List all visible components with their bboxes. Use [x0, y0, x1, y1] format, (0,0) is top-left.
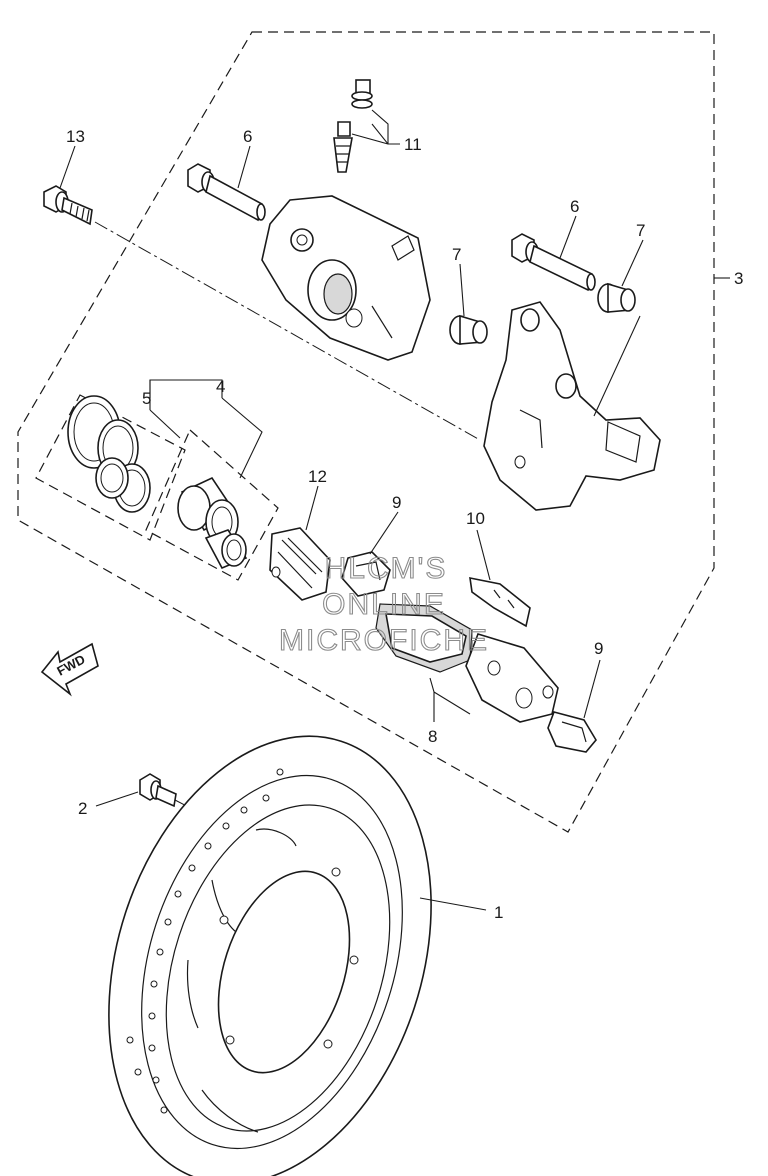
callout-2: 2	[78, 799, 87, 818]
watermark-line-3: MICROFICHE	[279, 624, 489, 657]
caliper-assembly-boundary	[17, 31, 715, 833]
callout-5: 5	[142, 389, 151, 408]
part-13-bolt[interactable]	[43, 185, 93, 226]
part-9-pad-spring-upper[interactable]	[341, 551, 391, 597]
callout-10: 10	[466, 509, 485, 528]
callout-7-right: 7	[636, 221, 645, 240]
part-9-pad-spring-lower[interactable]	[547, 711, 597, 753]
caliper-body[interactable]	[261, 195, 431, 361]
bolt-13-centerline	[94, 221, 481, 441]
callout-1: 1	[494, 903, 503, 922]
part-1-brake-disc[interactable]	[54, 694, 485, 1176]
watermark: HLCM'S ONLINE MICROFICHE	[278, 551, 489, 657]
part-7-boot-right[interactable]	[597, 282, 636, 313]
part-5-seal-kit[interactable]	[35, 394, 186, 541]
part-6-pin-bolt-left[interactable]	[187, 163, 266, 222]
callouts: 13 6 11 6 7 7 3 4 5 12 9 10 9 8 2 1	[66, 127, 743, 922]
callout-11: 11	[404, 135, 422, 154]
part-12-shim[interactable]	[269, 527, 331, 601]
part-8-brake-pad-outer[interactable]	[465, 633, 559, 723]
callout-6-right: 6	[570, 197, 579, 216]
part-8-brake-pad-inner[interactable]	[375, 603, 473, 673]
part-6-pin-bolt-right[interactable]	[511, 233, 596, 292]
caliper-bracket[interactable]	[483, 301, 661, 511]
leader-lines	[59, 109, 730, 911]
part-11-bleeder[interactable]	[333, 79, 373, 173]
part-10-pad-support[interactable]	[469, 576, 531, 628]
watermark-line-2: ONLINE	[322, 588, 446, 621]
part-7-boot-left[interactable]	[449, 314, 488, 345]
fwd-arrow-icon: FWD	[40, 642, 99, 697]
part-2-disc-bolt[interactable]	[139, 773, 177, 808]
callout-6-left: 6	[243, 127, 252, 146]
callout-3: 3	[734, 269, 743, 288]
watermark-line-1: HLCM'S	[325, 552, 448, 585]
part-4-piston-kit[interactable]	[145, 429, 279, 581]
callout-8: 8	[428, 727, 437, 746]
callout-4: 4	[216, 377, 225, 396]
callout-9-lower: 9	[594, 639, 603, 658]
callout-13: 13	[66, 127, 85, 146]
callout-7-left: 7	[452, 245, 461, 264]
callout-12: 12	[308, 467, 327, 486]
callout-9-upper: 9	[392, 493, 401, 512]
